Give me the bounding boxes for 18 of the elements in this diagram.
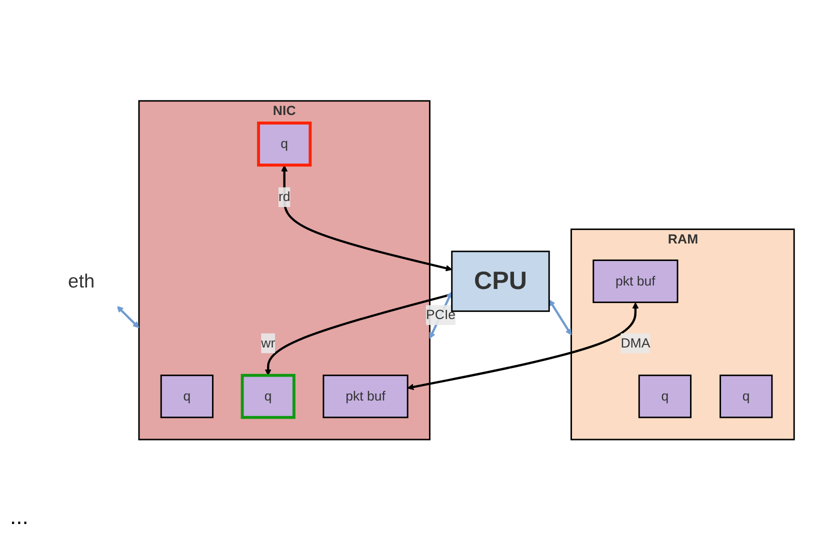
arrow (548, 299, 572, 335)
edge-label: DMA (620, 335, 650, 350)
node-box: q (160, 374, 214, 418)
node-box: CPU (450, 250, 550, 312)
node-box: q (638, 374, 692, 418)
edge-label: PCIe (426, 307, 456, 322)
node-box: q (719, 374, 772, 418)
edge-label: wr (260, 335, 275, 350)
arrow (116, 306, 139, 328)
node-box: q (240, 374, 295, 419)
node-box: pkt buf (322, 374, 408, 418)
arrow (406, 302, 638, 390)
node-box: q (256, 121, 312, 166)
arrow (280, 164, 452, 272)
node-box: pkt buf (592, 259, 678, 303)
node-text: eth (68, 270, 94, 292)
edge-label: rd (278, 189, 290, 204)
note-text: ... (10, 504, 28, 530)
